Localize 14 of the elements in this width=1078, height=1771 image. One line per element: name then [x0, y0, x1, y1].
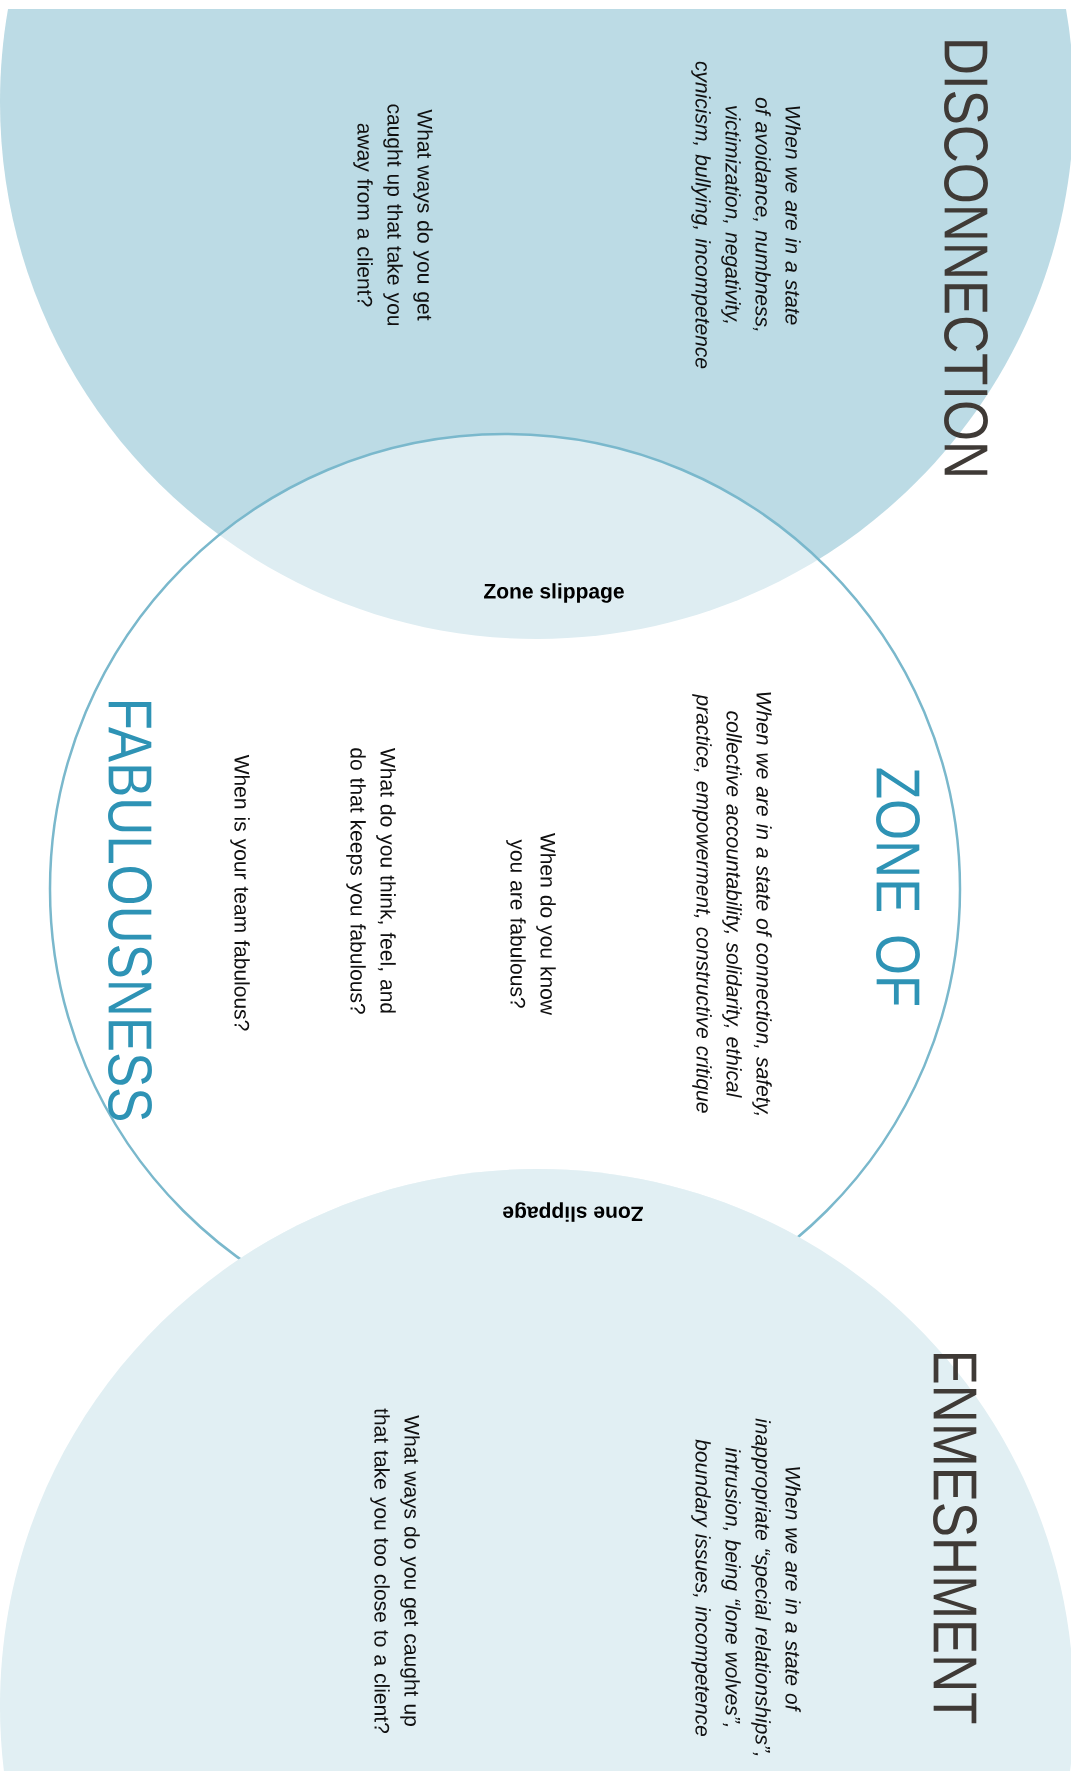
question-text: What ways do you get caught up that take you away from a client?: [353, 104, 433, 326]
question-text: What do you think, feel, and do that keeps you fabulous?: [346, 748, 396, 1014]
question-text: What ways do you get caught up that take you too close to a client?: [370, 1408, 420, 1734]
circle-title: DISCONNECTION: [944, 41, 988, 475]
overlap-label: Zone slippage: [484, 583, 624, 603]
description-text: When we are in a state of avoidance, numbness, victimization, negativity, cynicism, bullying, incompetence: [691, 61, 801, 369]
circle-title: ZONE OF: [876, 768, 920, 1006]
question-text: When is your team fabulous?: [230, 754, 250, 1031]
overlap-label: Zone slippage: [503, 1202, 643, 1222]
description-text: When we are in a state of inappropriate “special relationships”, intrusion, being “lone wolves”, boundary issues, incompetence: [691, 1418, 801, 1756]
circle-title: ENMESHMENT: [933, 1353, 977, 1724]
description-text: When we are in a state of connection, safety, collective accountability, solidarity, ethical practice, empowerment, constructive critique: [692, 692, 772, 1115]
question-text: When do you know you are fabulous?: [506, 833, 556, 1016]
circle-title: FABULOUSNESS: [108, 702, 152, 1120]
